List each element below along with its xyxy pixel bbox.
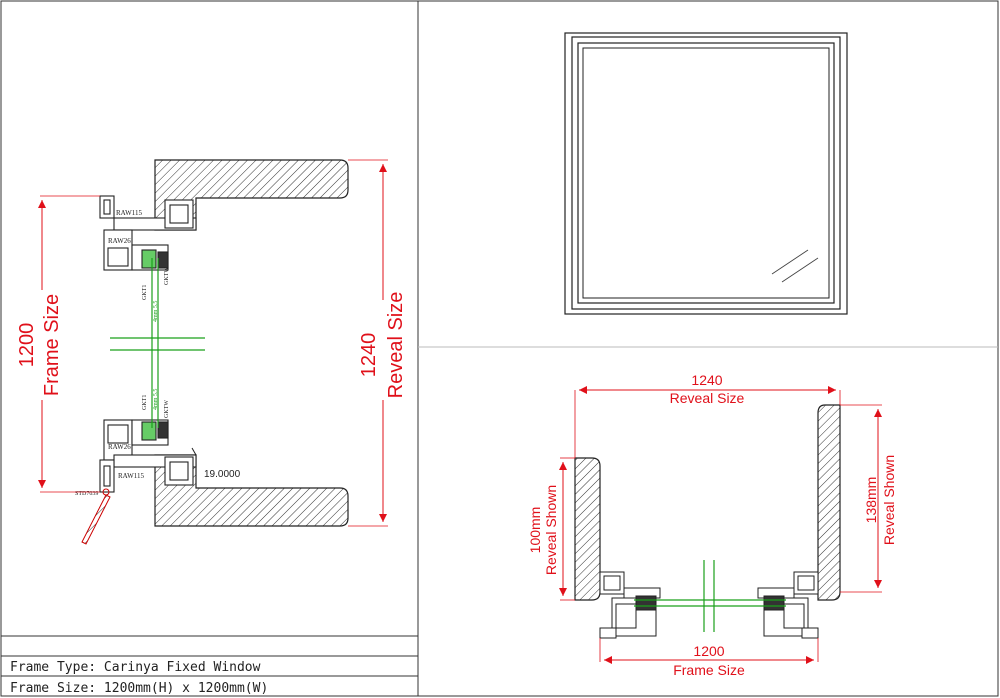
title-block: Frame Type: Carinya Fixed Window Frame S… <box>1 635 418 696</box>
label-raw115-bottom: RAW115 <box>118 472 145 480</box>
left-reveal-label: Reveal Shown <box>543 485 559 575</box>
label-raw26-bottom: RAW26 <box>108 443 131 451</box>
label-glass-bottom: 4mm 5.5 <box>153 389 159 410</box>
frame-size-dimension-plan: 1200 Frame Size <box>599 638 819 678</box>
right-reveal-value: 138mm <box>863 477 879 524</box>
top-frame-profile <box>99 195 197 271</box>
bottom-wall <box>154 454 349 527</box>
frame-size-label-left: Frame Size <box>41 294 63 396</box>
plan-right-profile <box>757 571 819 639</box>
bottom-frame-profile <box>99 419 197 493</box>
glass-section <box>110 258 205 428</box>
reveal-size-value-plan: 1240 <box>691 372 722 388</box>
frame-size-value-plan: 1200 <box>693 643 724 659</box>
dimension-readout: 19.0000 <box>204 469 241 480</box>
plan-glass <box>634 560 786 632</box>
right-reveal-dimension: 138mm Reveal Shown <box>840 404 897 593</box>
label-gasket-top-b: GKTW <box>164 267 170 285</box>
frame-size-label-plan: Frame Size <box>673 662 745 678</box>
window-elevation <box>564 32 848 315</box>
label-gasket-top-a: GKT1 <box>142 285 148 300</box>
label-glass-top: 4mm 5.5 <box>153 301 159 322</box>
frame-type-text: Frame Type: Carinya Fixed Window <box>10 660 261 675</box>
label-bottom-callout: STD7039 <box>75 491 98 497</box>
label-gasket-bottom-a: GKT1 <box>142 395 148 410</box>
plan-right-wall <box>817 404 841 601</box>
top-wall <box>154 159 349 231</box>
frame-size-value-left: 1200 <box>16 323 38 368</box>
frame-size-dimension-left: 1200 Frame Size <box>16 195 100 493</box>
left-section-view: RAW115 RAW26 RAW26 RAW115 STD7039 GKT1 G… <box>16 159 407 545</box>
plan-left-wall <box>574 457 601 601</box>
glass-reflection-marks <box>771 249 819 283</box>
left-reveal-value: 100mm <box>527 507 543 554</box>
small-dimension: 19.0000 <box>191 447 241 488</box>
bottom-callout <box>81 488 111 545</box>
reveal-size-label-left: Reveal Size <box>385 292 407 399</box>
right-reveal-label: Reveal Shown <box>881 455 897 545</box>
plan-left-profile <box>599 571 661 639</box>
reveal-size-label-plan: Reveal Size <box>670 390 745 406</box>
frame-size-text: Frame Size: 1200mm(H) x 1200mm(W) <box>10 681 268 696</box>
plan-section-view: 1240 Reveal Size 1200 Frame Size 100mm R… <box>527 372 897 678</box>
reveal-size-value-left: 1240 <box>358 333 380 378</box>
label-raw26-top: RAW26 <box>108 237 131 245</box>
reveal-size-dimension-left: 1240 Reveal Size <box>348 159 407 527</box>
reveal-size-dimension-plan: 1240 Reveal Size <box>574 372 841 458</box>
left-reveal-dimension: 100mm Reveal Shown <box>527 457 575 601</box>
label-raw115-top: RAW115 <box>116 209 143 217</box>
label-gasket-bottom-b: GKTW <box>164 400 170 418</box>
